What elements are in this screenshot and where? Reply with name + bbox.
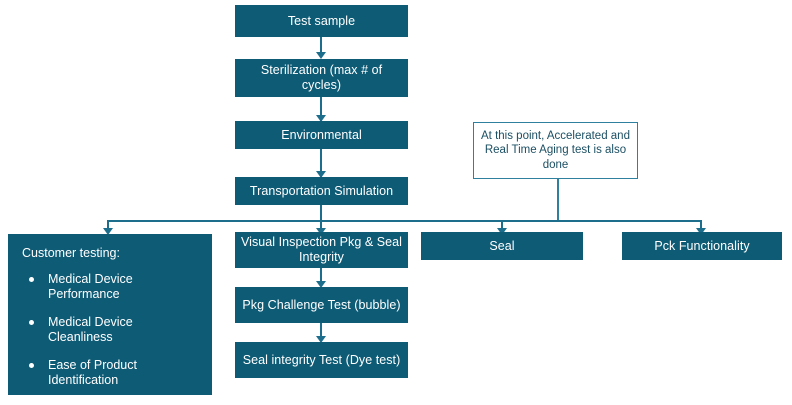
node-transportation-simulation[interactable]: Transportation Simulation [235,177,408,205]
list-item-label: Aseptic Presentation of product [48,401,177,405]
bullet-icon [29,363,34,368]
arrow-to-seal-integrity [316,336,326,343]
node-sterilization-label: Sterilization (max # of cycles) [260,63,383,92]
connector-sterilization-to-environmental [320,97,322,121]
arrow-to-pck-functionality [696,228,706,235]
node-pkg-challenge-test[interactable]: Pkg Challenge Test (bubble) [235,287,408,323]
list-item: Medical Device Cleanliness [20,315,200,345]
node-pkg-challenge-test-label: Pkg Challenge Test (bubble) [242,297,401,312]
arrow-to-sterilization [316,52,326,59]
node-customer-testing[interactable]: Customer testing: Medical Device Perform… [8,234,212,405]
arrow-to-environmental [316,115,326,122]
arrow-to-customer-testing [103,228,113,235]
arrow-to-visual-inspection [316,228,326,235]
list-item: Ease of Product Identification [20,358,200,388]
distribution-bar [107,220,701,222]
node-pck-functionality[interactable]: Pck Functionality [622,232,782,260]
node-test-sample[interactable]: Test sample [235,5,408,37]
node-seal[interactable]: Seal [421,232,583,260]
connector-bar-to-customer-testing [107,220,109,232]
node-sterilization[interactable]: Sterilization (max # of cycles) [235,59,408,97]
node-pck-functionality-label: Pck Functionality [654,238,750,253]
node-seal-integrity-test[interactable]: Seal integrity Test (Dye test) [235,342,408,378]
connector-bar-to-seal [501,220,503,232]
note-accelerated-aging: At this point, Accelerated and Real Time… [473,122,638,179]
note-accelerated-aging-text: At this point, Accelerated and Real Time… [481,129,630,171]
node-environmental[interactable]: Environmental [235,121,408,149]
connector-pkg-challenge-to-seal-integrity [320,323,322,341]
connector-note-to-distribution-bar [557,179,559,221]
list-item: Aseptic Presentation of product [20,401,200,405]
bullet-icon [29,277,34,282]
connector-environmental-to-transportation [320,149,322,177]
arrow-to-seal [497,228,507,235]
node-visual-inspection[interactable]: Visual Inspection Pkg & Seal Integrity [235,232,408,268]
node-environmental-label: Environmental [281,127,362,142]
customer-testing-list: Medical Device Performance Medical Devic… [20,272,200,405]
bullet-icon [29,320,34,325]
node-transportation-simulation-label: Transportation Simulation [249,183,394,198]
list-item-label: Medical Device Cleanliness [48,315,133,344]
connector-bar-to-pck-functionality [700,220,702,232]
node-seal-integrity-test-label: Seal integrity Test (Dye test) [242,352,401,367]
connector-bar-to-visual-inspection [320,220,322,232]
node-seal-label: Seal [489,238,515,253]
arrow-to-pkg-challenge [316,281,326,288]
connector-transportation-to-bar [320,205,322,221]
customer-testing-heading: Customer testing: [22,246,120,260]
list-item-label: Ease of Product Identification [48,358,137,387]
list-item: Medical Device Performance [20,272,200,302]
node-visual-inspection-label: Visual Inspection Pkg & Seal Integrity [241,235,402,264]
arrow-to-transportation [316,171,326,178]
connector-test-sample-to-sterilization [320,37,322,55]
connector-visual-to-pkg-challenge [320,268,322,286]
node-test-sample-label: Test sample [287,13,356,28]
list-item-label: Medical Device Performance [48,272,133,301]
